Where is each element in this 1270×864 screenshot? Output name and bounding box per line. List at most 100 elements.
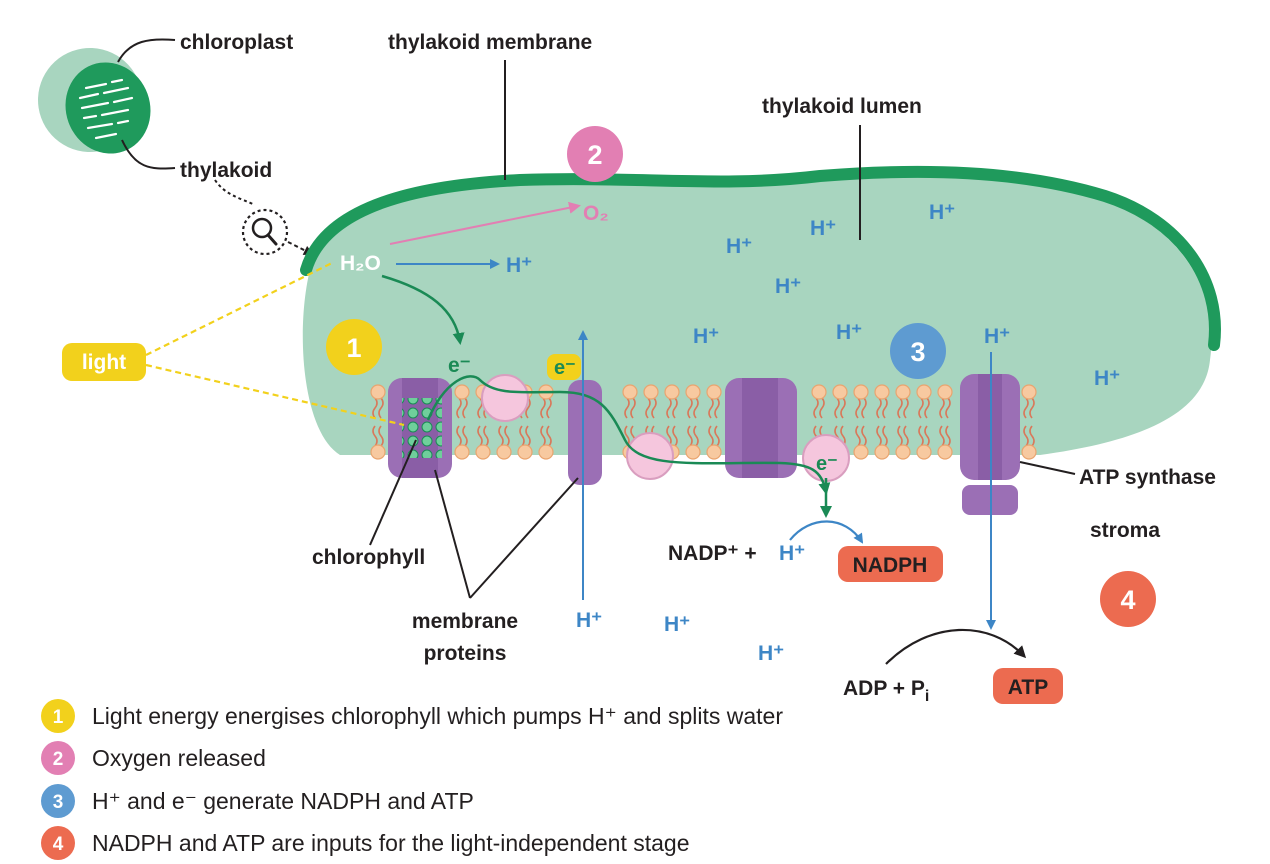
lipid-tail — [372, 425, 384, 447]
lipid-head — [916, 444, 932, 460]
membrane-proteins-leader-1 — [434, 469, 471, 599]
oxygen-arrow — [389, 201, 581, 245]
lipid-tail — [540, 397, 552, 419]
lipid-tail — [540, 425, 552, 447]
proton-label: H⁺ — [693, 325, 719, 348]
electron-label-3: e⁻ — [816, 453, 838, 475]
mobile-carrier-2 — [626, 432, 674, 480]
mobile-carrier-1 — [481, 374, 529, 422]
lipid-tail — [813, 397, 825, 419]
lipid-head — [517, 444, 533, 460]
lipid-tail — [855, 397, 867, 419]
lipid-head — [706, 384, 722, 400]
lipid-tail — [456, 397, 468, 419]
lipid-tail — [708, 397, 720, 419]
lipid-head — [937, 384, 953, 400]
water-label: H₂O — [340, 252, 381, 275]
photosystem-protein-2 — [725, 378, 797, 478]
light-ray-2 — [145, 363, 405, 427]
proton-label: H⁺ — [576, 609, 602, 632]
lipid-head — [475, 444, 491, 460]
membrane-proteins-leader-2 — [469, 477, 579, 599]
lipid-head — [895, 444, 911, 460]
lipid-tail — [687, 397, 699, 419]
stroma-protons: H⁺ H⁺ H⁺ — [576, 609, 784, 665]
lipid-tail — [855, 425, 867, 447]
lipid-head — [370, 384, 386, 400]
lipid-head — [853, 444, 869, 460]
thylakoid-lumen-label: thylakoid lumen — [762, 95, 922, 118]
atp-label: ATP — [1008, 676, 1048, 699]
lipid-head — [370, 444, 386, 460]
thylakoid-leader-line — [121, 139, 176, 170]
legend-step-3-badge — [41, 784, 75, 818]
proton-label: H⁺ — [810, 217, 836, 240]
lipid-head — [664, 384, 680, 400]
lipid-tail — [666, 425, 678, 447]
atp-formation-arrow — [885, 628, 1027, 665]
lipid-tail — [897, 425, 909, 447]
lipid-tail — [918, 425, 930, 447]
lipid-head — [538, 444, 554, 460]
lipid-head — [916, 384, 932, 400]
cytochrome-protein — [568, 380, 602, 485]
legend-step-1-badge — [41, 699, 75, 733]
lipid-head — [874, 384, 890, 400]
lipid-tail — [645, 397, 657, 419]
lipid-tail — [372, 397, 384, 419]
lipid-head — [895, 384, 911, 400]
lipid-head — [685, 384, 701, 400]
legend-step-2-number: 2 — [53, 749, 64, 770]
legend-step-4-text: NADPH and ATP are inputs for the light-i… — [92, 830, 690, 856]
electron-badge — [547, 354, 581, 380]
legend-step-1-number: 1 — [53, 707, 64, 728]
proton-label: H⁺ — [506, 254, 532, 277]
step-4-badge-number: 4 — [1120, 585, 1135, 615]
lipid-head — [643, 384, 659, 400]
lipid-head — [1021, 384, 1037, 400]
nadp-plus-label: NADP⁺ + — [668, 542, 757, 565]
lipid-head — [706, 444, 722, 460]
chlorophyll-leader — [369, 439, 417, 546]
chlorophyll-label: chlorophyll — [312, 546, 425, 569]
membrane-proteins-label-line1: membrane — [412, 610, 518, 633]
legend-step-1-text: Light energy energises chlorophyll which… — [92, 703, 783, 729]
proton-label: H⁺ — [758, 642, 784, 665]
atp-synthase-leader — [1019, 461, 1076, 475]
nadph-formation-arrow — [789, 520, 864, 544]
lipid-head — [1021, 444, 1037, 460]
lipid-head — [832, 384, 848, 400]
lipid-tail — [876, 397, 888, 419]
lipid-head — [622, 384, 638, 400]
step-3-badge-number: 3 — [910, 337, 925, 367]
lipid-tail — [456, 425, 468, 447]
light-ray-1 — [145, 261, 335, 356]
light-label: light — [82, 351, 126, 374]
proton-label: H⁺ — [929, 201, 955, 224]
step-2-badge-number: 2 — [587, 140, 602, 170]
step-1-badge-number: 1 — [346, 333, 361, 363]
membrane-proteins-label-line2: proteins — [424, 642, 507, 665]
lipid-tail — [708, 425, 720, 447]
legend-step-2-text: Oxygen released — [92, 745, 266, 771]
thylakoid-membrane-outline — [300, 165, 1221, 351]
light-badge — [62, 343, 146, 381]
legend-step-3-number: 3 — [53, 792, 64, 813]
lipid-tail — [897, 397, 909, 419]
lipid-head — [454, 444, 470, 460]
electron-label-1: e⁻ — [448, 354, 471, 377]
lipid-head — [454, 384, 470, 400]
thylakoid-label: thylakoid — [180, 159, 272, 182]
electron-transport-path — [426, 375, 831, 495]
atp-badge — [993, 668, 1063, 704]
step-3-badge — [890, 323, 946, 379]
lipid-head — [874, 444, 890, 460]
electron-path-to-chlorophyll — [381, 274, 465, 345]
lipid-tail — [477, 425, 489, 447]
magnifier-icon — [214, 179, 314, 256]
thylakoid-membrane-label: thylakoid membrane — [388, 31, 592, 54]
nadph-label: NADPH — [853, 554, 928, 577]
lipid-tail — [1023, 397, 1035, 419]
lipid-head — [937, 444, 953, 460]
legend-step-4-number: 4 — [53, 834, 64, 855]
